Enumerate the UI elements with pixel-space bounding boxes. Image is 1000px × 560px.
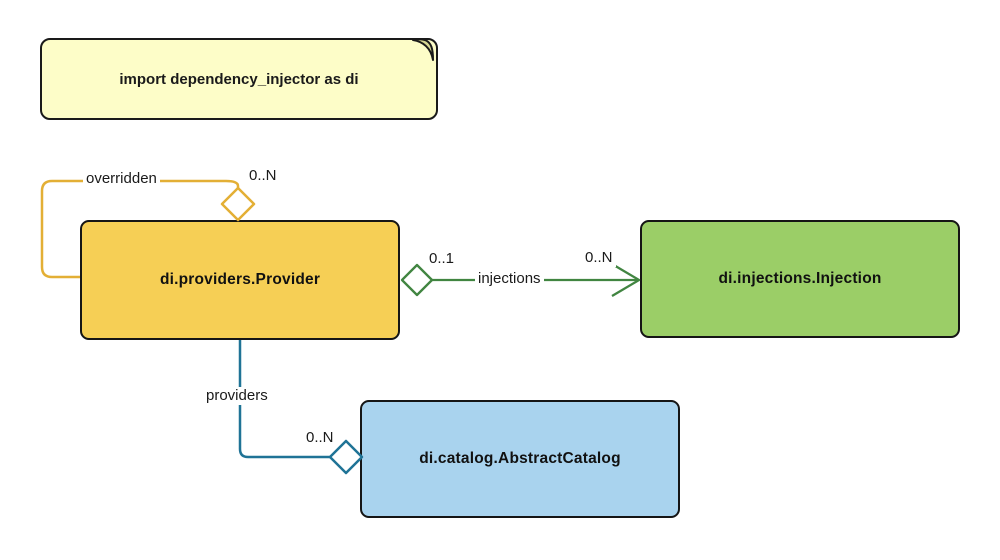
class-label-catalog: di.catalog.AbstractCatalog <box>419 450 621 467</box>
providers-label: providers <box>203 387 271 405</box>
class-box-provider: di.providers.Provider <box>80 220 400 340</box>
injections-label: injections <box>475 270 544 288</box>
injections-target-multiplicity: 0..N <box>582 249 616 267</box>
providers-multiplicity: 0..N <box>303 429 337 447</box>
import-note-text: import dependency_injector as di <box>119 70 359 88</box>
injections-aggregation-diamond-icon <box>400 263 434 297</box>
class-box-injection: di.injections.Injection <box>640 220 960 338</box>
class-box-catalog: di.catalog.AbstractCatalog <box>360 400 680 518</box>
class-label-injection: di.injections.Injection <box>718 270 882 287</box>
relation-providers <box>238 340 364 475</box>
injections-open-arrowhead-icon <box>611 263 641 297</box>
overridden-label: overridden <box>83 170 160 188</box>
class-label-provider: di.providers.Provider <box>159 271 321 288</box>
overridden-multiplicity: 0..N <box>246 167 280 185</box>
injections-source-multiplicity: 0..1 <box>426 250 458 268</box>
import-note: import dependency_injector as di <box>40 38 438 120</box>
overridden-aggregation-diamond-icon <box>220 186 256 222</box>
note-fold-corner-icon <box>412 38 434 61</box>
